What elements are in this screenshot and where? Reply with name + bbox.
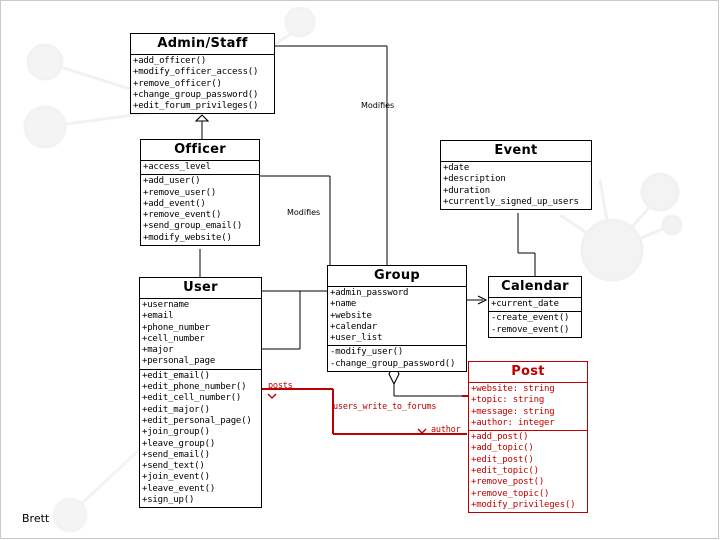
class-member: -create_event() [491,313,570,324]
class-member: +send_group_email() [143,221,243,232]
class-methods-post: +add_post() +add_topic() +edit_post() +e… [469,431,587,512]
class-attributes-post: +website: string +topic: string +message… [469,383,587,432]
class-member: +message: string [471,406,555,417]
slide-author-name: Brett [22,512,50,525]
class-member: +email [142,311,174,322]
class-box-group[interactable]: Group +admin_password +name +website +ca… [327,265,467,373]
class-member: +edit_forum_privileges() [133,101,259,112]
class-member: +join_group() [142,427,210,438]
class-attributes-user: +username +email +phone_number +cell_num… [140,299,261,370]
class-member: +add_officer() [133,56,207,66]
class-member: +modify_officer_access() [133,67,259,78]
class-title-post: Post [469,362,587,383]
relation-label-modifies-officer-group: Modifies [287,208,321,217]
class-member: +admin_password [330,288,409,298]
class-member: +topic: string [471,395,545,406]
class-member: +website: string [471,384,555,394]
class-member: +edit_phone_number() [142,382,247,393]
class-member: +current_date [491,299,559,309]
class-methods-user: +edit_email() +edit_phone_number() +edit… [140,370,261,508]
class-member: -modify_user() [330,347,404,358]
class-attributes-officer: +access_level [141,161,259,176]
class-title-admin-staff: Admin/Staff [131,34,274,55]
class-member: +access_level [143,162,211,172]
class-attributes-event: +date +description +duration +currently_… [441,162,591,209]
class-member: +send_email() [142,449,210,460]
class-member: +add_event() [143,198,206,209]
class-member: +leave_group() [142,438,216,449]
class-member: +edit_topic() [471,466,539,477]
class-member: +cell_number [142,333,205,344]
class-member: +remove_post() [471,477,545,488]
class-methods-officer: +add_user() +remove_user() +add_event() … [141,175,259,245]
class-box-calendar[interactable]: Calendar +current_date -create_event() -… [488,276,582,338]
class-member: +join_event() [142,472,210,483]
class-member: +website [330,310,372,321]
class-member: +major [142,345,174,356]
relation-label-posts: posts [268,381,293,391]
class-member: -change_group_password() [330,358,456,369]
class-member: +modify_website() [143,232,232,243]
class-title-officer: Officer [141,140,259,161]
class-member: +add_post() [471,432,529,443]
class-box-user[interactable]: User +username +email +phone_number +cel… [139,277,262,509]
class-member: +edit_major() [142,404,210,415]
class-member: +modify_privileges() [471,499,576,510]
class-box-officer[interactable]: Officer +access_level +add_user() +remov… [140,139,260,247]
class-title-event: Event [441,141,591,162]
class-member: +currently_signed_up_users [443,196,579,207]
class-member: +remove_user() [143,187,217,198]
relation-label-users-write-to-forums: users_write_to_forums [333,402,437,412]
class-attributes-group: +admin_password +name +website +calendar… [328,287,466,347]
class-member: -remove_event() [491,324,570,335]
class-member: +leave_event() [142,483,216,494]
class-member: +edit_email() [142,370,210,381]
class-member: +phone_number [142,322,210,333]
class-member: +change_group_password() [133,89,259,100]
relation-label-author: author [431,425,461,435]
class-box-post[interactable]: Post +website: string +topic: string +me… [468,361,588,514]
class-member: +duration [443,185,490,196]
class-member: +username [142,300,189,310]
class-member: +sign_up() [142,495,195,506]
class-member: +add_user() [143,176,201,187]
class-attributes-calendar: +current_date [489,298,581,313]
class-member: +name [330,299,357,310]
class-member: +remove_topic() [471,488,550,499]
class-member: +date [443,163,470,173]
class-box-event[interactable]: Event +date +description +duration +curr… [440,140,592,211]
class-methods-admin-staff: +add_officer() +modify_officer_access() … [131,55,274,113]
class-member: +edit_cell_number() [142,393,242,404]
class-methods-group: -modify_user() -change_group_password() [328,346,466,371]
class-title-calendar: Calendar [489,277,581,298]
class-member: +add_topic() [471,443,534,454]
class-member: +remove_event() [143,210,222,221]
relation-label-modifies-admin-group: Modifies [361,101,395,110]
class-member: +personal_page [142,356,216,367]
class-member: +user_list [330,333,383,344]
class-methods-calendar: -create_event() -remove_event() [489,312,581,337]
class-title-group: Group [328,266,466,287]
class-member: +calendar [330,321,377,332]
class-member: +send_text() [142,461,205,472]
class-member: +remove_officer() [133,78,222,89]
class-member: +edit_post() [471,454,534,465]
class-title-user: User [140,278,261,299]
class-member: +author: integer [471,417,555,428]
class-member: +description [443,174,506,185]
class-box-admin-staff[interactable]: Admin/Staff +add_officer() +modify_offic… [130,33,275,115]
class-member: +edit_personal_page() [142,415,252,426]
